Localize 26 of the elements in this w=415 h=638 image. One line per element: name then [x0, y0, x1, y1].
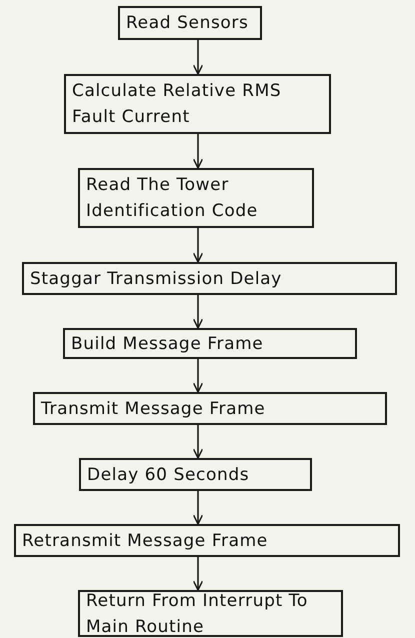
step-text: Build Message Frame — [71, 332, 264, 356]
step-text: Read Sensors — [126, 12, 248, 35]
arrow — [192, 295, 204, 329]
step-text: Retransmit Message Frame — [22, 530, 268, 552]
process-box — [22, 262, 397, 295]
step-text: Staggar Transmission Delay — [30, 268, 282, 290]
arrow — [192, 557, 204, 591]
step-text: Read The Tower Identification Code — [86, 174, 259, 223]
process-box — [118, 6, 262, 40]
process-box — [14, 524, 400, 557]
arrow — [192, 228, 204, 263]
process-box — [33, 392, 387, 425]
arrow — [192, 359, 204, 393]
process-box — [79, 458, 312, 491]
process-box — [78, 168, 314, 228]
arrow — [192, 134, 204, 169]
step-text: Calculate Relative RMS Fault Current — [72, 80, 282, 129]
arrow — [192, 425, 204, 459]
step-text: Return From Interrupt To Main Routine — [86, 590, 309, 638]
arrow — [192, 491, 204, 525]
process-box — [78, 590, 343, 637]
step-text: Delay 60 Seconds — [87, 464, 250, 486]
step-text: Transmit Message Frame — [41, 398, 266, 420]
process-box — [64, 74, 331, 134]
process-box — [63, 328, 357, 359]
arrow — [192, 40, 204, 75]
